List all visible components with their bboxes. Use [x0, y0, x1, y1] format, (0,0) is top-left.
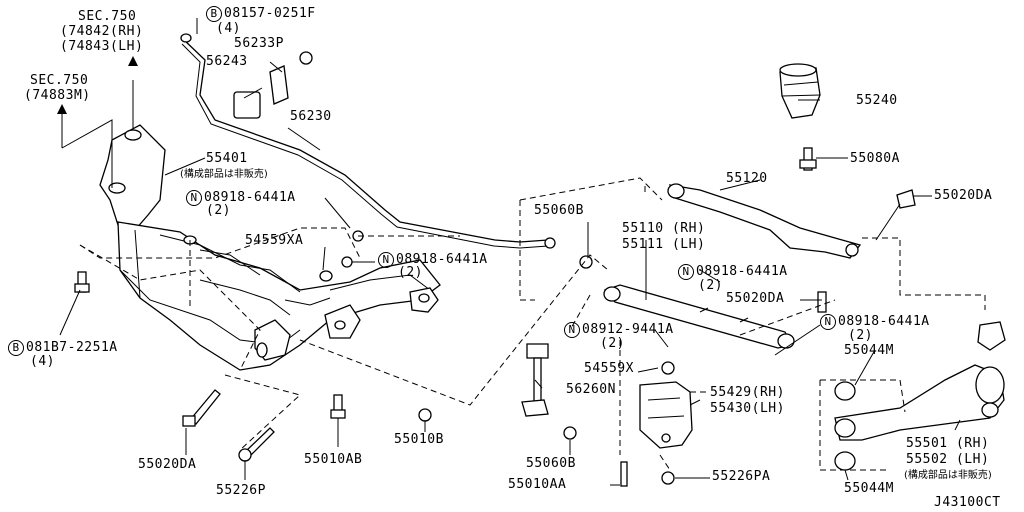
- part-55060B-top: 55060B: [534, 203, 584, 218]
- part-number-text: 08912-9441A: [582, 322, 674, 337]
- catalog-id: J43100CT: [934, 495, 1001, 510]
- part-55429: 55429(RH): [710, 385, 785, 400]
- sec750-b-title: SEC.750: [30, 73, 89, 88]
- part-55060B-bottom: 55060B: [526, 456, 576, 471]
- part-55020DA-left: 55020DA: [138, 457, 197, 472]
- lower-control-arm: [834, 321, 1006, 471]
- part-55010AB: 55010AB: [304, 452, 363, 467]
- part-55226PA: 55226PA: [712, 469, 771, 484]
- part-55044M-bottom: 55044M: [844, 481, 894, 496]
- part-number-text: 081B7-2251A: [26, 340, 118, 355]
- n-prefix-icon: N: [678, 264, 694, 280]
- part-55020DA-mid: 55020DA: [726, 291, 785, 306]
- part-55020DA-right: 55020DA: [934, 188, 993, 203]
- section-arrows: [57, 56, 138, 114]
- part-55501-note: (構成部品は非販売): [904, 470, 992, 481]
- lower-link-rod: [603, 284, 827, 349]
- part-55240: 55240: [856, 93, 898, 108]
- b-prefix-icon: B: [206, 6, 222, 22]
- stabilizer-bushing: [233, 51, 313, 119]
- part-55120: 55120: [726, 171, 768, 186]
- qty-08157-0251F: (4): [216, 21, 241, 36]
- qty-08918-6441A-3: (2): [698, 278, 723, 293]
- stabilizer-link: [521, 255, 593, 440]
- part-55110: 55110 (RH): [622, 221, 706, 236]
- n-prefix-icon: N: [378, 252, 394, 268]
- leader-lines: [59, 18, 961, 486]
- part-55010AA: 55010AA: [508, 477, 567, 492]
- part-55044M-top: 55044M: [844, 343, 894, 358]
- qty-081B7-2251A: (4): [30, 354, 55, 369]
- knuckle-bracket: [620, 361, 693, 487]
- part-number-text: 08918-6441A: [204, 190, 296, 205]
- qty-08912-9441A: (2): [600, 336, 625, 351]
- rear-subframe: [99, 124, 441, 371]
- qty-08918-6441A-4: (2): [848, 328, 873, 343]
- part-55226P: 55226P: [216, 483, 266, 498]
- n-prefix-icon: N: [820, 314, 836, 330]
- mount-bushing: [779, 63, 821, 171]
- part-55010B: 55010B: [394, 432, 444, 447]
- part-55401: 55401: [206, 151, 248, 166]
- qty-08918-6441A-2: (2): [398, 265, 423, 280]
- part-55401-note: (構成部品は非販売): [180, 169, 268, 180]
- part-56233P: 56233P: [234, 36, 284, 51]
- part-55502: 55502 (LH): [906, 452, 990, 467]
- part-55501: 55501 (RH): [906, 436, 990, 451]
- part-number-text: 08157-0251F: [224, 6, 316, 21]
- b-prefix-icon: B: [8, 340, 24, 356]
- sec750-rh-lh-title: SEC.750: [78, 9, 137, 24]
- sec750-rh-label: (74842(RH): [60, 24, 144, 39]
- qty-08918-6441A-1: (2): [206, 203, 231, 218]
- part-55430: 55430(LH): [710, 401, 785, 416]
- part-56243: 56243: [206, 54, 248, 69]
- n-prefix-icon: N: [564, 322, 580, 338]
- upper-link-arm: [667, 183, 916, 259]
- part-55080A: 55080A: [850, 151, 900, 166]
- part-54559XA: 54559XA: [245, 233, 304, 248]
- part-56230: 56230: [290, 109, 332, 124]
- part-number-text: 08918-6441A: [396, 252, 488, 267]
- sec750-lh-label: (74843(LH): [60, 39, 144, 54]
- n-prefix-icon: N: [186, 190, 202, 206]
- part-54559X: 54559X: [584, 361, 634, 376]
- sec750-b-sub: (74883M): [24, 88, 91, 103]
- part-55111: 55111 (LH): [622, 237, 706, 252]
- part-number-text: 08918-6441A: [838, 314, 930, 329]
- part-number-text: 08918-6441A: [696, 264, 788, 279]
- part-56260N: 56260N: [566, 382, 616, 397]
- bolts-left: [74, 230, 432, 462]
